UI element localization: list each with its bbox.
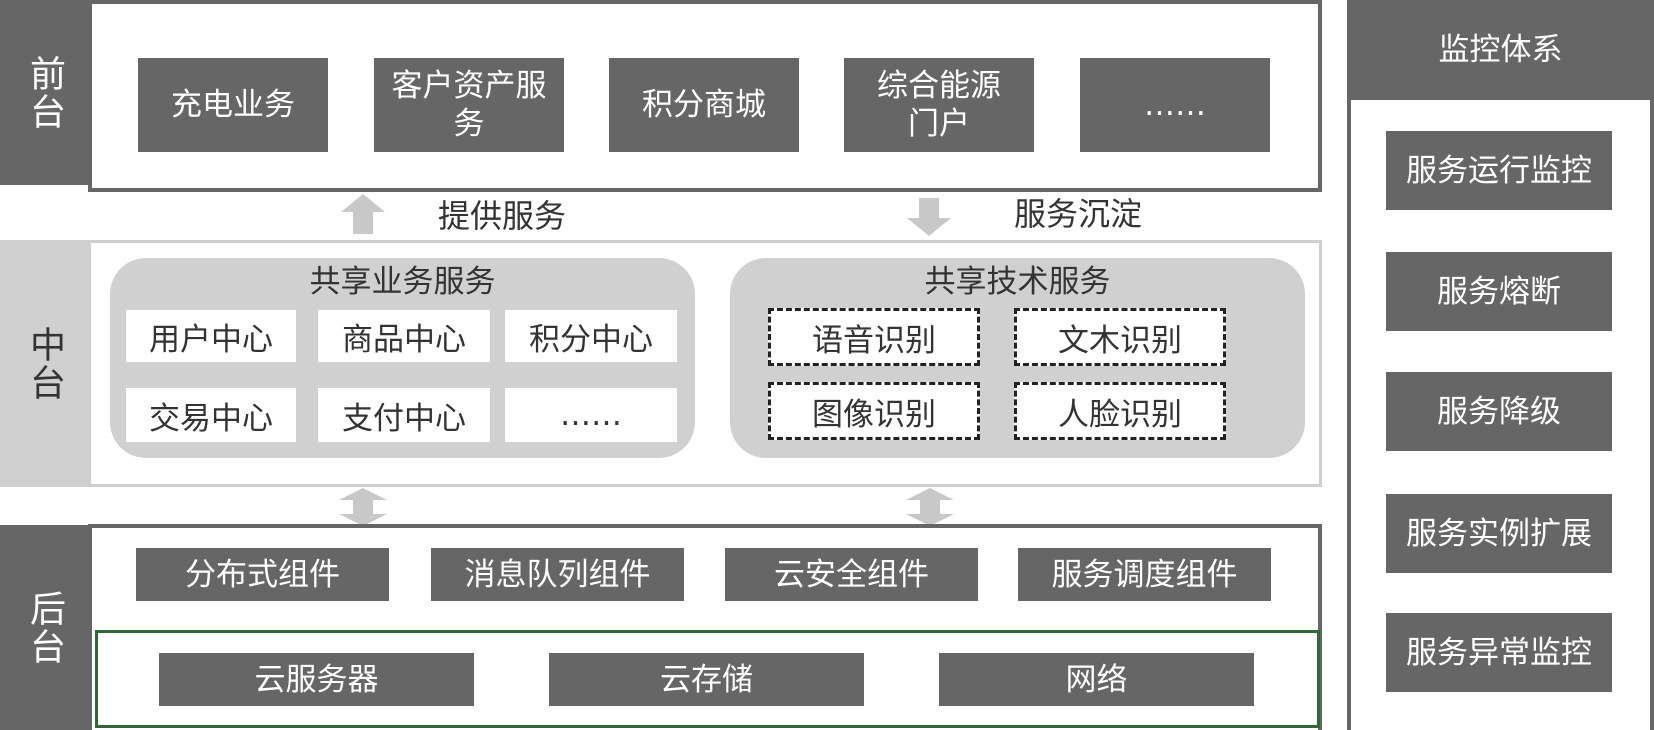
monitor-frame — [1347, 0, 1654, 730]
cloud-server[interactable]: 云服务器 — [159, 653, 474, 706]
service-instance-scaling[interactable]: 服务实例扩展 — [1386, 494, 1612, 573]
back-layer-label: 后台 — [0, 525, 88, 730]
speech-recognition[interactable]: 语音识别 — [768, 308, 980, 366]
shared-tech-title: 共享技术服务 — [924, 264, 1111, 300]
service-exception-monitoring[interactable]: 服务异常监控 — [1386, 613, 1612, 692]
product-center[interactable]: 商品中心 — [318, 310, 490, 362]
trade-center[interactable]: 交易中心 — [126, 388, 296, 442]
front-app-more[interactable]: …… — [1080, 58, 1270, 152]
left-bidirectional-arrow-icon — [339, 488, 387, 526]
service-circuit-breaker[interactable]: 服务熔断 — [1386, 252, 1612, 331]
face-recognition[interactable]: 人脸识别 — [1014, 382, 1226, 440]
user-center[interactable]: 用户中心 — [126, 310, 296, 362]
cloud-storage[interactable]: 云存储 — [549, 653, 864, 706]
text-recognition[interactable]: 文木识别 — [1014, 308, 1226, 366]
network[interactable]: 网络 — [939, 653, 1254, 706]
front-app-charging[interactable]: 充电业务 — [138, 58, 328, 152]
provide-service-arrow-icon — [341, 194, 385, 234]
front-app-points-mall[interactable]: 积分商城 — [609, 58, 799, 152]
shared-business-title: 共享业务服务 — [309, 264, 496, 300]
middle-layer-label: 中台 — [0, 240, 88, 487]
service-deposit-arrow-icon — [907, 198, 951, 236]
payment-center[interactable]: 支付中心 — [318, 388, 490, 442]
business-more[interactable]: …… — [505, 388, 677, 442]
cloud-security-component[interactable]: 云安全组件 — [725, 548, 978, 601]
service-deposit-caption: 服务沉淀 — [1014, 195, 1143, 233]
points-center[interactable]: 积分中心 — [505, 310, 677, 362]
service-runtime-monitoring[interactable]: 服务运行监控 — [1386, 131, 1612, 210]
right-bidirectional-arrow-icon — [906, 488, 954, 526]
monitor-title: 监控体系 — [1347, 0, 1654, 100]
distributed-component[interactable]: 分布式组件 — [136, 548, 389, 601]
front-app-customer-assets[interactable]: 客户资产服务 — [374, 58, 564, 152]
front-app-energy-portal[interactable]: 综合能源门户 — [844, 58, 1034, 152]
image-recognition[interactable]: 图像识别 — [768, 382, 980, 440]
front-layer-label: 前台 — [0, 0, 88, 185]
service-scheduling-component[interactable]: 服务调度组件 — [1018, 548, 1271, 601]
message-queue-component[interactable]: 消息队列组件 — [431, 548, 684, 601]
provide-service-caption: 提供服务 — [438, 197, 567, 235]
service-degradation[interactable]: 服务降级 — [1386, 372, 1612, 451]
